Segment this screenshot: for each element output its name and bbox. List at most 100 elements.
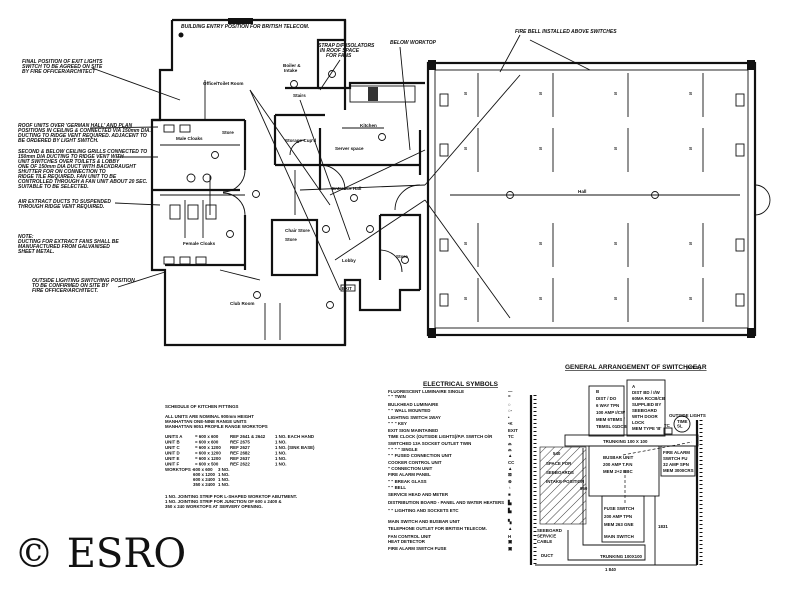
- switch-symbol: S: [689, 91, 692, 96]
- note-line: BE ORDERED BY LIGHT SWITCH.: [18, 138, 98, 144]
- callout-bt-entry: BUILDING ENTRY POSITION FOR BRITISH TELE…: [181, 24, 309, 30]
- switch-symbol: S: [614, 241, 617, 246]
- switchgear-db_a: 60MA RCCB/CB: [632, 396, 665, 401]
- switchgear-seeboard_cable: SEEBOARD: [537, 528, 562, 533]
- legend-item-label: TELEPHONE OUTLET FOR BRITISH TELECOM.: [388, 526, 487, 531]
- note-line: MANUFACTURED FROM GALVANISED: [18, 244, 110, 250]
- room-male-cloaks: Male Cloaks: [176, 136, 203, 141]
- note-line: SUITABLE TO BE SELECTED.: [18, 184, 89, 190]
- schedule-cell: 1 NO.: [275, 462, 286, 467]
- switchgear-db_a: DIST BD / I/W: [632, 390, 661, 395]
- note-line: FIRE OFFICER/ARCHITECT.: [32, 288, 98, 294]
- switchgear-title: GENERAL ARRANGEMENT OF SWITCHGEAR: [565, 364, 707, 371]
- switchgear-fire_alarm: SWITCH FU: [663, 456, 687, 461]
- legend-symbol-icon: ⌓: [508, 447, 512, 452]
- room-kitchen: Kitchen: [360, 123, 377, 128]
- schedule-cell: 1 NO.: [275, 451, 286, 456]
- legend-item-label: FIRE ALARM PANEL: [388, 472, 431, 477]
- kitchen-worktop: [349, 85, 416, 103]
- switchgear-seeboard_cable: SERVICE: [537, 534, 556, 539]
- room-club-room: Club Room: [230, 301, 255, 306]
- room-entrance-hall: Entrance Hall: [332, 186, 361, 191]
- schedule-cell: REF 2627: [230, 445, 250, 450]
- switch-symbol: S: [539, 241, 542, 246]
- worktop-cell: 1 NO.: [218, 482, 229, 487]
- room-stairs: Stairs: [293, 93, 306, 98]
- note-line: SHUTTER FOR ON CONNECTION TO: [18, 169, 106, 175]
- legend-symbol-icon: ○-: [508, 408, 513, 413]
- legend-item-label: FLUORESCENT LUMINAIRE SINGLE: [388, 389, 464, 394]
- legend-symbol-icon: •: [508, 415, 510, 420]
- legend-item-label: MAIN SWITCH AND BUSBAR UNIT: [388, 519, 460, 524]
- switch-symbol: S: [614, 91, 617, 96]
- worktop-cell: 600 x 1200: [193, 472, 216, 477]
- room-server: Server space: [335, 146, 364, 151]
- switchgear-busbar: BUSBAR UNIT: [603, 455, 634, 460]
- callout-isolators-3: FOR FANS: [326, 53, 352, 59]
- switchgear-dim-bottom: 1 840: [605, 567, 617, 572]
- note-line: DUCTING FOR EXTRACT FANS SHALL BE: [18, 239, 119, 245]
- switchgear-fire_alarm: 32 AMP SPN: [663, 462, 689, 467]
- schedule-cell: UNIT E: [165, 456, 179, 461]
- switchgear-fuse_switch: MEM 263 GNE: [604, 522, 634, 527]
- worktop-cell: 600 x 600: [193, 467, 213, 472]
- note-line: OUTSIDE LIGHTING SWITCHING POSITION: [32, 278, 135, 284]
- switchgear-trunking-bottom: TRUNKING 100X100: [600, 554, 643, 559]
- wall-pier: [439, 293, 449, 307]
- room-chair-store: Chair Store: [285, 228, 310, 233]
- legend-item-label: LIGHTING SWITCH 1WAY: [388, 415, 441, 420]
- legend-item-label: " " LIGHTING AND SOCKETS ETC: [388, 508, 459, 513]
- schedule-intro: MANHATTAN 9051 PROFILE RANGE WORKTOPS: [165, 424, 268, 429]
- callout-fire-bell: FIRE BELL INSTALLED ABOVE SWITCHES: [515, 29, 617, 35]
- wall-pier: [735, 93, 745, 107]
- note-line: 150mm DIA DUCTING TO RIDGE VENT WITH: [18, 154, 124, 160]
- switchgear-space: SPACE FOR: [546, 461, 572, 466]
- note-line: FINAL POSITION OF EXIT LIGHTS: [22, 59, 103, 65]
- wall-pier: [735, 238, 745, 252]
- exit-sign: EXIT: [342, 286, 352, 291]
- switchgear-db_b: B: [596, 389, 599, 394]
- room-boiler-1: Boiler &: [283, 63, 301, 68]
- schedule-intro: ALL UNITS ARE NOMINAL 900mm HEIGHT: [165, 414, 254, 419]
- switchgear-space: INTAKE POSITION: [546, 479, 584, 484]
- schedule-intro: MANHATTAN ONE-NINE RANGE UNITS: [165, 419, 247, 424]
- schedule-footer: 1 NO. JOINTING STRIP FOR L-SHAPED WORKTO…: [165, 494, 297, 499]
- room-store-2: Store: [285, 237, 297, 242]
- schedule-footer: 350 x 240 WORKTOPS AT SERVERY OPENING.: [165, 504, 263, 509]
- wall-pier: [735, 293, 745, 307]
- switch-symbol: S: [689, 146, 692, 151]
- switch-symbol: S: [539, 146, 542, 151]
- note-line: NOTE:: [18, 234, 34, 240]
- switchgear-db_a: SEEBOARD: [632, 408, 657, 413]
- switch-symbol: S: [464, 91, 467, 96]
- switchgear-db_b: MEM 6TBMS /: [596, 417, 626, 422]
- worktop-cell: 3 NO.: [218, 467, 229, 472]
- switchgear-seeboard_cable: CABLE: [537, 539, 552, 544]
- switchgear-dim-height: 1831: [658, 524, 668, 529]
- legend-symbol-icon: ♁: [508, 485, 511, 490]
- legend-symbol-icon: ▲: [508, 453, 512, 458]
- legend-item-label: " " BELL: [388, 485, 406, 490]
- switch-symbol: S: [689, 296, 692, 301]
- switchgear-trunking-top: TRUNKING 100 X 100: [603, 439, 648, 444]
- note-line: AIR EXTRACT DUCTS TO SUSPENDED: [17, 199, 111, 205]
- schedule-cell: 1 NO. (SINK BASE): [275, 445, 315, 450]
- fittings: [209, 70, 409, 340]
- legend-item-label: " " WALL MOUNTED: [388, 408, 430, 413]
- legend-symbol-icon: ▣: [508, 539, 512, 544]
- legend-item-label: " " BREAK GLASS: [388, 479, 427, 484]
- switchgear-outside-lights: OUTSIDE LIGHTS: [669, 413, 706, 418]
- schedule-cell: UNIT F: [165, 462, 179, 467]
- switch-symbol: S: [539, 296, 542, 301]
- schedule-title: SCHEDULE OF KITCHEN FITTINGS: [165, 404, 238, 409]
- room-storage: Storage Cup'd: [285, 138, 316, 143]
- schedule-cell: 1 NO. EACH HAND: [275, 434, 314, 439]
- switchgear-fuse_switch: 200 AMP TPN: [604, 514, 632, 519]
- worktop-cell: 600 x 2400: [193, 477, 216, 482]
- switchgear-db_b: TBMSL 01DCB: [596, 424, 627, 429]
- switchgear-busbar: 200 AMP T.P.N: [603, 462, 632, 467]
- legend-item-label: COOKER CONTROL UNIT: [388, 460, 442, 465]
- note-line: POSITIONS IN CEILING & CONNECTED VIA 150…: [18, 128, 151, 134]
- schedule-cell: 1 NO.: [275, 440, 286, 445]
- legend-symbol-icon: ⊗: [508, 479, 512, 484]
